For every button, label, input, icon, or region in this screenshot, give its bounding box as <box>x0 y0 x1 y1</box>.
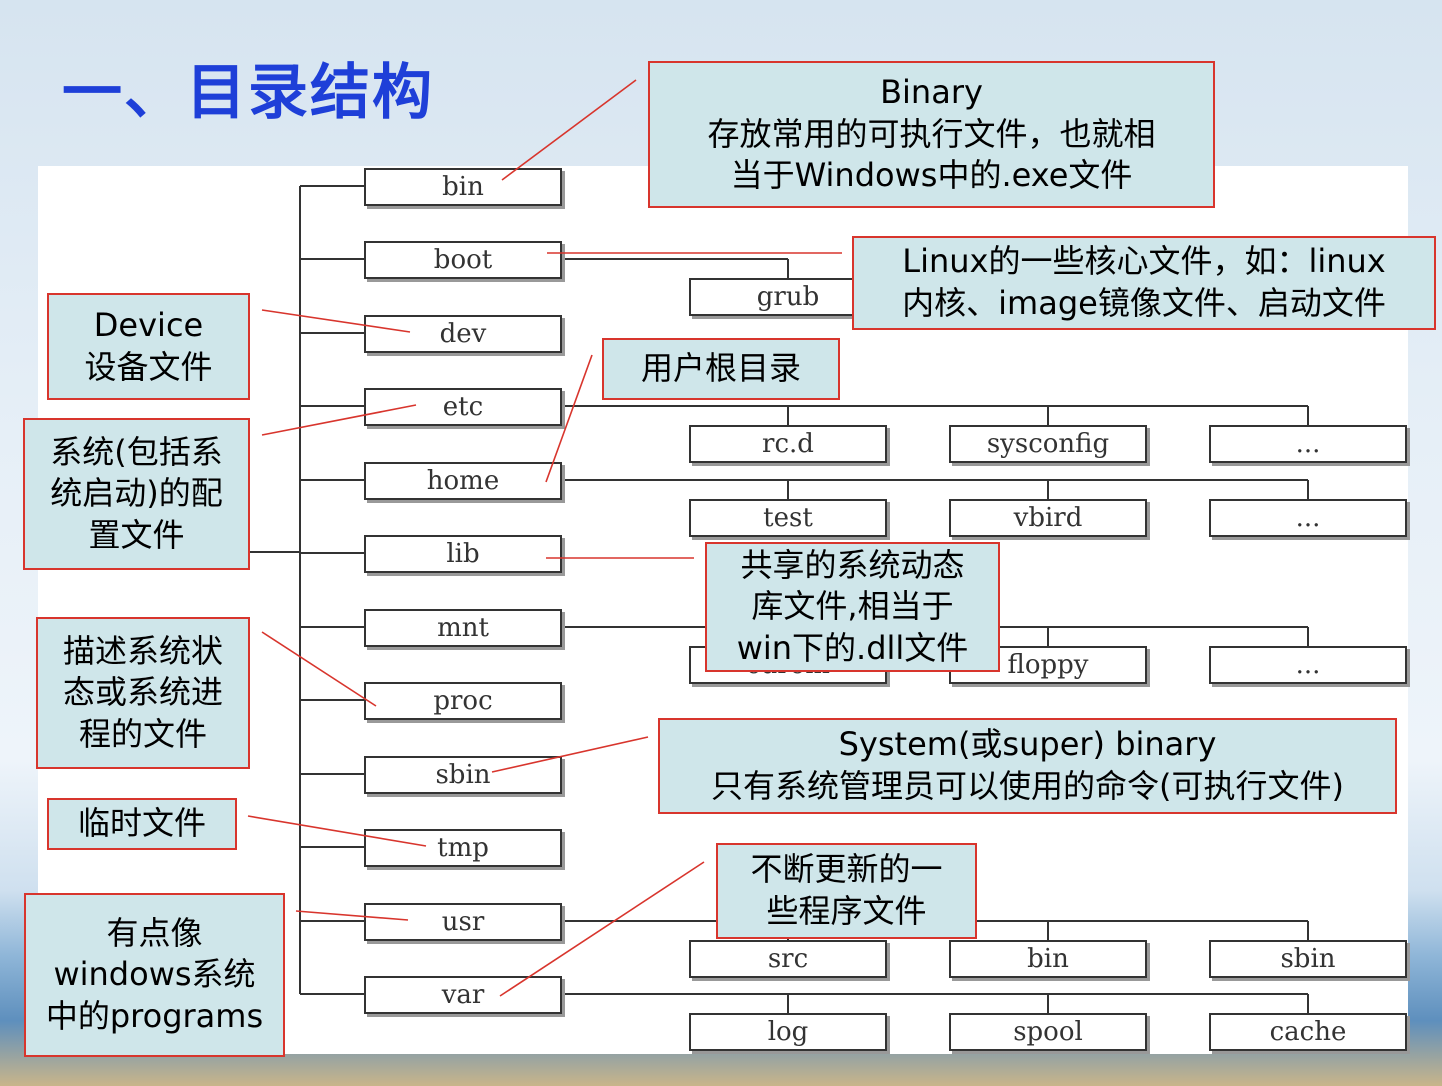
callout-dev: Device 设备文件 <box>47 293 250 400</box>
callout-home: 用户根目录 <box>602 338 840 400</box>
dir-etc: etc <box>364 388 562 426</box>
dir-sbin: sbin <box>364 756 562 794</box>
dir-tmp: tmp <box>364 829 562 867</box>
dir-mnt-more: ... <box>1209 646 1407 684</box>
callout-sbin: System(或super) binary 只有系统管理员可以使用的命令(可执行… <box>658 718 1397 814</box>
dir-log: log <box>689 1013 887 1051</box>
callout-bin: Binary 存放常用的可执行文件，也就相 当于Windows中的.exe文件 <box>648 61 1215 208</box>
callout-etc: 系统(包括系 统启动)的配 置文件 <box>23 418 250 570</box>
callout-tmp: 临时文件 <box>47 798 237 850</box>
dir-rc-d: rc.d <box>689 425 887 463</box>
slide-title: 一、目录结构 <box>62 58 434 128</box>
dir-cache: cache <box>1209 1013 1407 1051</box>
dir-spool: spool <box>949 1013 1147 1051</box>
callout-boot: Linux的一些核心文件，如：linux 内核、image镜像文件、启动文件 <box>852 236 1436 330</box>
dir-home-more: ... <box>1209 499 1407 537</box>
dir-usr-bin: bin <box>949 940 1147 978</box>
dir-proc: proc <box>364 682 562 720</box>
dir-mnt: mnt <box>364 609 562 647</box>
dir-var: var <box>364 976 562 1014</box>
dir-home: home <box>364 462 562 500</box>
dir-lib: lib <box>364 535 562 573</box>
dir-usr-sbin: sbin <box>1209 940 1407 978</box>
callout-lib: 共享的系统动态 库文件,相当于 win下的.dll文件 <box>705 542 1000 672</box>
dir-sysconfig: sysconfig <box>949 425 1147 463</box>
dir-bin: bin <box>364 168 562 206</box>
dir-usr: usr <box>364 903 562 941</box>
dir-test: test <box>689 499 887 537</box>
callout-proc: 描述系统状 态或系统进 程的文件 <box>36 617 250 769</box>
dir-dev: dev <box>364 315 562 353</box>
callout-usr: 有点像 windows系统 中的programs <box>24 893 285 1057</box>
dir-vbird: vbird <box>949 499 1147 537</box>
dir-src: src <box>689 940 887 978</box>
dir-etc-more: ... <box>1209 425 1407 463</box>
dir-boot: boot <box>364 241 562 279</box>
callout-var: 不断更新的一 些程序文件 <box>716 843 977 939</box>
